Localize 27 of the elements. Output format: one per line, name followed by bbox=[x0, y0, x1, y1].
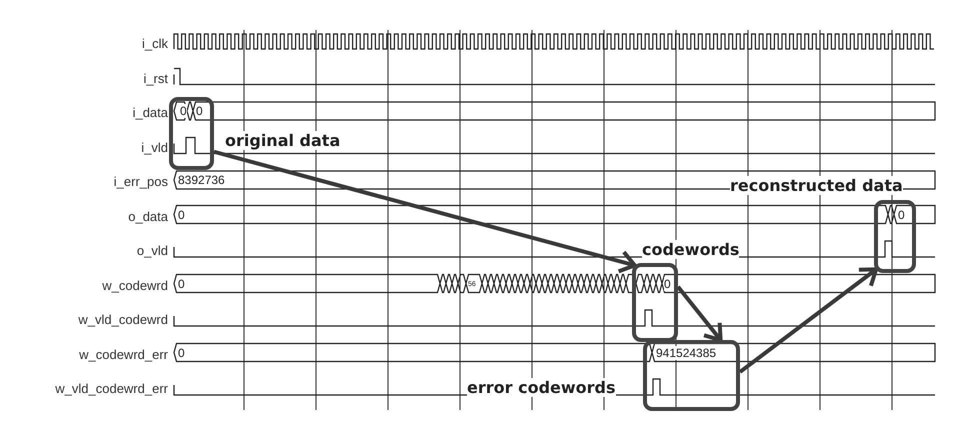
annotation-label: original data bbox=[225, 131, 340, 150]
signal-name: i_err_pos bbox=[114, 174, 168, 189]
annotation-label: error codewords bbox=[467, 378, 616, 397]
signal-value: 0 bbox=[178, 208, 185, 222]
arrow bbox=[738, 267, 878, 374]
signal-value: 941524385 bbox=[656, 346, 716, 360]
signal-name: i_data bbox=[132, 105, 168, 120]
signal-value: 0 bbox=[178, 346, 185, 360]
annotation-label: reconstructed data bbox=[730, 176, 903, 195]
signal-name: i_rst bbox=[143, 70, 168, 86]
annotation-label: codewords bbox=[642, 240, 740, 259]
signal-name: i_clk bbox=[142, 36, 168, 51]
signal-name: w_codewrd bbox=[102, 278, 168, 292]
signal-value: 8392736 bbox=[178, 173, 225, 187]
signal-name: w_codewrd_err bbox=[79, 346, 168, 362]
signal-value: 0 bbox=[178, 276, 185, 290]
signal-value: 0 bbox=[898, 208, 905, 222]
signal-name: w_vld_codewrd bbox=[78, 312, 168, 327]
signal-name: o_vld bbox=[136, 243, 168, 258]
arrow bbox=[213, 150, 637, 274]
signal-name: w_vld_codewrd_err bbox=[55, 381, 168, 396]
signal-name: o_data bbox=[128, 208, 168, 224]
signal-value: 0 bbox=[196, 104, 203, 118]
signal-name: i_vld bbox=[141, 140, 168, 154]
signal-value: 0 bbox=[180, 104, 187, 118]
arrow bbox=[676, 285, 723, 342]
signal-value: 0 bbox=[664, 276, 671, 290]
